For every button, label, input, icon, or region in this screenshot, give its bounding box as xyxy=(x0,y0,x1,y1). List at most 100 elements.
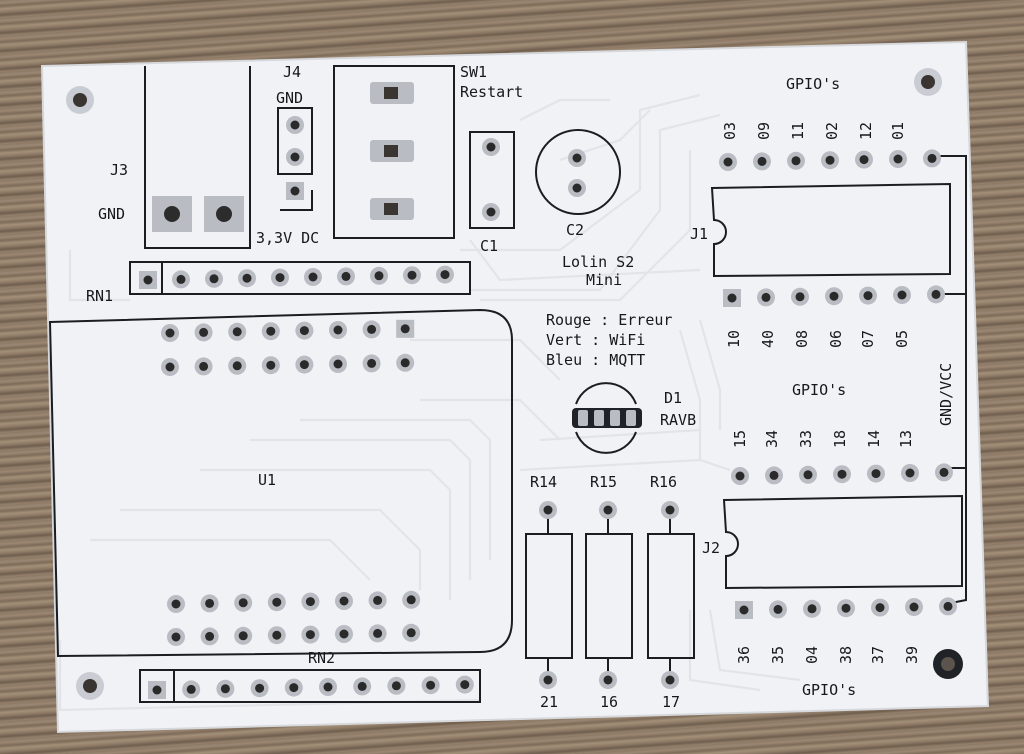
j2-top-pin-label: 14 xyxy=(865,429,883,448)
pad-hole xyxy=(333,359,343,369)
lolin-label-line2: Mini xyxy=(586,271,623,289)
j3-footprint xyxy=(144,66,251,249)
gpio-mid-label: GPIO's xyxy=(792,381,847,399)
pad-hole xyxy=(795,292,805,302)
rn2-footprint xyxy=(139,669,481,703)
pad-hole xyxy=(299,326,309,336)
mounting-hole-top-right xyxy=(914,68,942,96)
r14-pin-label: 21 xyxy=(540,693,559,711)
pad-hole xyxy=(186,684,196,694)
led-red-meaning: Rouge : Erreur xyxy=(546,311,673,329)
pad-hole xyxy=(205,598,215,608)
pad-hole xyxy=(757,156,767,166)
pad-hole xyxy=(572,183,582,193)
pad-hole xyxy=(165,328,175,338)
j1-bottom-pin-label: 08 xyxy=(793,329,811,348)
pad-hole xyxy=(367,324,377,334)
pad-hole xyxy=(199,361,209,371)
pad-hole xyxy=(829,291,839,301)
r16-pin-label: 17 xyxy=(662,693,681,711)
pad-hole xyxy=(871,469,881,479)
pad-hole xyxy=(266,326,276,336)
pad-hole xyxy=(807,604,817,614)
pad-hole xyxy=(863,291,873,301)
pad-hole xyxy=(238,598,248,608)
j2-bottom-pin-label: 37 xyxy=(869,645,887,664)
pad-hole xyxy=(603,505,613,515)
pad-hole xyxy=(543,505,553,515)
j2-label: J2 xyxy=(702,539,721,557)
pad-hole xyxy=(739,605,749,615)
pad-hole xyxy=(939,467,949,477)
r16-label: R16 xyxy=(650,473,678,491)
j1-bottom-pin-label: 06 xyxy=(827,329,845,348)
pad-hole xyxy=(406,628,416,638)
j2-top-pin-label: 15 xyxy=(731,429,749,448)
pad-hole xyxy=(289,683,299,693)
r15-label: R15 xyxy=(590,473,618,491)
pad-hole xyxy=(323,682,333,692)
pad-hole xyxy=(391,681,401,691)
u1-footprint xyxy=(48,308,513,658)
j1-top-pin-label: 01 xyxy=(889,121,907,140)
pad-hole xyxy=(305,630,315,640)
pad-hole xyxy=(803,470,813,480)
pad-hole xyxy=(373,628,383,638)
mounting-holes xyxy=(66,68,963,700)
pad-hole xyxy=(290,152,300,162)
pad-hole xyxy=(299,360,309,370)
j1-top-pin-label: 03 xyxy=(721,121,739,140)
pad-hole xyxy=(266,360,276,370)
j1-top-pin-label: 12 xyxy=(857,121,875,140)
gpio-top-label: GPIO's xyxy=(786,75,841,93)
pad-hole xyxy=(909,602,919,612)
pad-hole xyxy=(727,293,737,303)
pad-hole xyxy=(171,599,181,609)
pad-hole xyxy=(931,289,941,299)
j3-gnd-label: GND xyxy=(98,205,126,223)
pad-hole xyxy=(290,120,300,130)
pad-hole xyxy=(875,603,885,613)
pad-hole xyxy=(406,595,416,605)
pad-hole xyxy=(238,631,248,641)
mounting-hole-bottom-left xyxy=(76,672,104,700)
pad-hole xyxy=(723,157,733,167)
j1-bottom-pin-label: 10 xyxy=(725,329,743,348)
j2-top-pin-label: 33 xyxy=(797,429,815,448)
pad-hole xyxy=(171,632,181,642)
pad-hole xyxy=(773,604,783,614)
pad-hole xyxy=(308,272,318,282)
pad-hole xyxy=(374,271,384,281)
pad-hole xyxy=(841,603,851,613)
gpio-bottom-label: GPIO's xyxy=(802,681,857,699)
pad-hole xyxy=(927,153,937,163)
j1-top-pin-label: 11 xyxy=(789,121,807,140)
j2-top-pin-label: 34 xyxy=(763,429,781,448)
pad-hole xyxy=(305,597,315,607)
u1-label: U1 xyxy=(258,471,277,489)
pad-hole xyxy=(255,683,265,693)
pad-hole xyxy=(205,631,215,641)
j1-bottom-pin-label: 40 xyxy=(759,329,777,348)
sw1-footprint xyxy=(333,65,455,239)
pad-hole xyxy=(341,271,351,281)
j3-3v3-label: 3,3V DC xyxy=(256,229,320,247)
c2-footprint xyxy=(535,129,621,215)
pad-hole xyxy=(735,471,745,481)
pad-hole xyxy=(426,680,436,690)
j4-gnd-label: GND xyxy=(276,89,304,107)
j2-bottom-pin-label: 39 xyxy=(903,645,921,664)
pad-hole xyxy=(769,470,779,480)
j2-bottom-pin-label: 36 xyxy=(735,645,753,664)
pad-hole xyxy=(232,361,242,371)
d1-type-label: RAVB xyxy=(660,411,697,429)
pad-hole xyxy=(440,270,450,280)
pad-hole xyxy=(905,468,915,478)
c1-footprint xyxy=(469,131,515,229)
pad-hole xyxy=(176,274,186,284)
pad-hole xyxy=(859,155,869,165)
pad-hole xyxy=(290,186,300,196)
j2-top-pin-label: 13 xyxy=(897,429,915,448)
pad-hole xyxy=(943,601,953,611)
j1-bottom-pin-label: 05 xyxy=(893,329,911,348)
